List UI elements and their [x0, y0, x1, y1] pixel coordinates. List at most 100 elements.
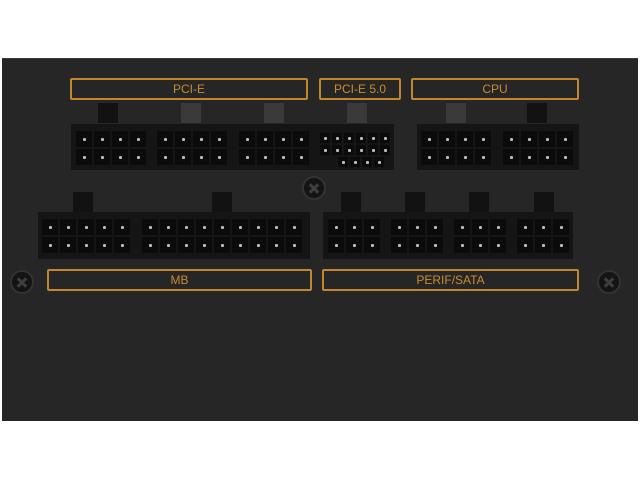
mb-connector-small[interactable]	[42, 219, 130, 253]
perif-connector-4[interactable]	[517, 219, 569, 253]
pin-socket	[457, 149, 473, 165]
pin-socket	[112, 131, 128, 147]
pin-socket	[521, 149, 537, 165]
pcie-connector-2[interactable]	[157, 131, 227, 165]
pin-socket	[503, 149, 519, 165]
connector-latch	[264, 103, 284, 123]
pin-socket	[380, 145, 390, 155]
pin-socket	[42, 237, 58, 253]
pin-socket	[350, 157, 360, 167]
pin-socket	[344, 145, 354, 155]
pin-socket	[475, 149, 491, 165]
screw-icon	[10, 270, 34, 294]
pin-socket	[338, 157, 348, 167]
pcie5-sense-pins[interactable]	[338, 157, 384, 167]
pin-socket	[346, 219, 362, 235]
perif-connector-1[interactable]	[328, 219, 380, 253]
pin-socket	[328, 237, 344, 253]
pin-socket	[454, 219, 470, 235]
pin-socket	[257, 131, 273, 147]
pin-socket	[211, 149, 227, 165]
pin-socket	[94, 131, 110, 147]
pin-socket	[517, 237, 533, 253]
pin-socket	[157, 149, 173, 165]
pin-socket	[286, 219, 302, 235]
connector-latch	[212, 192, 232, 212]
pin-socket	[211, 131, 227, 147]
pin-socket	[175, 131, 191, 147]
pin-socket	[193, 149, 209, 165]
pin-socket	[427, 219, 443, 235]
pin-socket	[130, 149, 146, 165]
connector-latch	[527, 103, 547, 123]
pin-socket	[454, 237, 470, 253]
pin-socket	[332, 133, 342, 143]
pin-socket	[332, 145, 342, 155]
pin-socket	[112, 149, 128, 165]
pin-socket	[114, 237, 130, 253]
pin-socket	[409, 219, 425, 235]
pin-socket	[346, 237, 362, 253]
pin-socket	[490, 237, 506, 253]
pin-socket	[421, 131, 437, 147]
pin-socket	[178, 219, 194, 235]
perif-connector-3[interactable]	[454, 219, 506, 253]
pin-socket	[268, 219, 284, 235]
pin-socket	[553, 237, 569, 253]
pin-socket	[78, 219, 94, 235]
connector-latch	[405, 192, 425, 212]
pin-socket	[160, 219, 176, 235]
pin-socket	[362, 157, 372, 167]
pin-socket	[380, 133, 390, 143]
pin-socket	[472, 219, 488, 235]
pin-socket	[196, 219, 212, 235]
pin-socket	[96, 219, 112, 235]
pin-socket	[364, 237, 380, 253]
pin-socket	[553, 219, 569, 235]
pin-socket	[391, 237, 407, 253]
pin-socket	[193, 131, 209, 147]
pin-socket	[286, 237, 302, 253]
connector-latch	[347, 103, 367, 123]
pcie5-12vhpwr-connector[interactable]	[320, 133, 390, 155]
pin-socket	[239, 149, 255, 165]
pin-socket	[257, 149, 273, 165]
pin-socket	[293, 131, 309, 147]
pin-socket	[60, 219, 76, 235]
pin-socket	[78, 237, 94, 253]
pin-socket	[232, 237, 248, 253]
pin-socket	[142, 237, 158, 253]
pin-socket	[557, 131, 573, 147]
label-cpu: CPU	[411, 78, 579, 100]
pin-socket	[239, 131, 255, 147]
pin-socket	[250, 237, 266, 253]
mb-connector-main[interactable]	[142, 219, 302, 253]
pin-socket	[344, 133, 354, 143]
connector-latch	[341, 192, 361, 212]
pin-socket	[521, 131, 537, 147]
connector-latch	[446, 103, 466, 123]
connector-latch	[469, 192, 489, 212]
pin-socket	[409, 237, 425, 253]
pin-socket	[475, 131, 491, 147]
pin-socket	[42, 219, 58, 235]
pin-socket	[214, 237, 230, 253]
pin-socket	[196, 237, 212, 253]
pin-socket	[114, 219, 130, 235]
pcie-connector-1[interactable]	[76, 131, 146, 165]
screw-icon	[597, 270, 621, 294]
pin-socket	[490, 219, 506, 235]
label-pcie: PCI-E	[70, 78, 308, 100]
pin-socket	[96, 237, 112, 253]
pin-socket	[328, 219, 344, 235]
connector-latch	[98, 103, 118, 123]
cpu-connector-2[interactable]	[503, 131, 573, 165]
cpu-connector-1[interactable]	[421, 131, 491, 165]
pin-socket	[557, 149, 573, 165]
perif-connector-2[interactable]	[391, 219, 443, 253]
pin-socket	[275, 149, 291, 165]
pin-socket	[250, 219, 266, 235]
pin-socket	[535, 219, 551, 235]
connector-latch	[73, 192, 93, 212]
pcie-connector-3[interactable]	[239, 131, 309, 165]
